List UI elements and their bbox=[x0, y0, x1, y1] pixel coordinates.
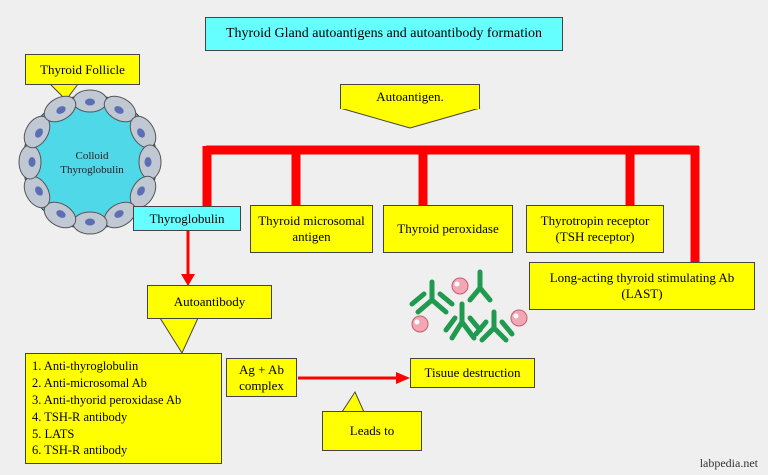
follicle-nuclei bbox=[28, 98, 152, 226]
thyroglobulin-box: Thyroglobulin bbox=[133, 206, 241, 231]
microsomal-line1: Thyroid microsomal bbox=[258, 213, 365, 229]
antibody-list-item: 3. Anti-thyorid peroxidase Ab bbox=[32, 392, 182, 407]
antibody-arms-4 bbox=[473, 319, 515, 337]
autoantigen-callout: Autoantigen. bbox=[340, 84, 480, 109]
thyroid-peroxidase-box: Thyroid peroxidase bbox=[383, 205, 513, 253]
antibody-list-item: 6. TSH-R antibody bbox=[32, 443, 128, 458]
arrow-to-autoantibody bbox=[181, 230, 195, 286]
last-line1: Long-acting thyroid stimulating Ab bbox=[549, 270, 735, 286]
leads-to-callout: Leads to bbox=[322, 411, 422, 451]
follicle-thyroglobulin-label: Thyroglobulin bbox=[60, 164, 124, 176]
antibody-shape-3 bbox=[467, 269, 493, 303]
antibody-list-item: 1. Anti-thyroglobulin bbox=[32, 359, 139, 373]
thyrotropin-line1: Thyrotropin receptor bbox=[540, 213, 650, 229]
thyroid-microsomal-antigen-box: Thyroid microsomal antigen bbox=[250, 205, 373, 253]
thyrotropin-receptor-box: Thyrotropin receptor (TSH receptor) bbox=[526, 205, 664, 253]
antibody-shape-2 bbox=[449, 301, 477, 341]
complex-line2: complex bbox=[239, 377, 284, 393]
diagram-title: Thyroid Gland autoantigens and autoantib… bbox=[205, 17, 563, 51]
antibody-shape-4 bbox=[479, 309, 509, 343]
watermark: labpedia.net bbox=[699, 456, 758, 470]
callout-pointer-autoantibody bbox=[159, 317, 199, 355]
microsomal-line2: antigen bbox=[292, 229, 331, 244]
arrow-to-tissue-destruction bbox=[298, 372, 410, 384]
antibody-antigen-illustration bbox=[409, 269, 515, 343]
thyroid-follicle-illustration: Colloid Thyroglobulin bbox=[18, 89, 162, 235]
antigen-spheres bbox=[411, 277, 528, 333]
callout-pointer-autoantigen bbox=[339, 107, 481, 129]
antibody-arms-1 bbox=[409, 291, 455, 307]
antibody-list: 1. Anti-thyroglobulin 2. Anti-microsomal… bbox=[25, 353, 222, 464]
antibody-list-item: 4. TSH-R antibody bbox=[32, 409, 128, 424]
follicle-colloid-label: Colloid bbox=[75, 150, 109, 162]
last-line2: (LAST) bbox=[621, 286, 663, 301]
thyrotropin-line2: (TSH receptor) bbox=[555, 229, 635, 244]
tissue-destruction-box: Tisuue destruction bbox=[410, 358, 535, 388]
antibody-list-item: 5. LATS bbox=[32, 426, 75, 441]
ag-ab-complex-box: Ag + Ab complex bbox=[226, 358, 297, 397]
antibody-shape-1 bbox=[415, 279, 449, 315]
last-box: Long-acting thyroid stimulating Ab (LAST… bbox=[529, 262, 755, 310]
thyroid-follicle-callout: Thyroid Follicle bbox=[25, 54, 140, 85]
callout-pointer-leads-to bbox=[341, 390, 365, 413]
complex-line1: Ag + Ab bbox=[239, 361, 284, 377]
autoantibody-callout: Autoantibody bbox=[147, 285, 272, 319]
antibody-list-item: 2. Anti-microsomal Ab bbox=[32, 375, 147, 390]
autoantigen-connector-lines bbox=[202, 145, 700, 262]
